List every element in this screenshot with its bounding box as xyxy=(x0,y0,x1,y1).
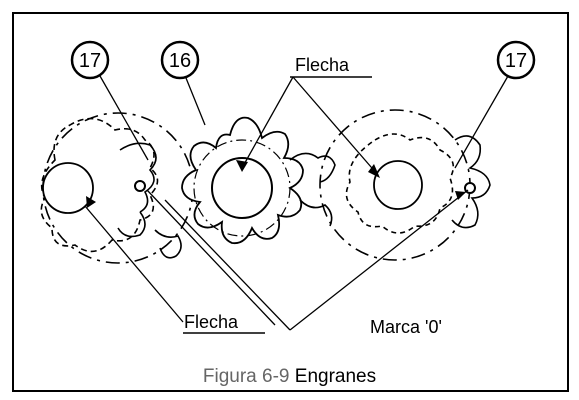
middle-mesh-gear xyxy=(154,152,336,259)
marca-label: Marca '0' xyxy=(370,317,442,337)
left-gear-solid-teeth xyxy=(119,142,157,213)
caption-number: Figura 6-9 xyxy=(202,366,290,387)
flecha-top-label: Flecha xyxy=(295,55,350,75)
right-shaft-circle xyxy=(373,160,423,210)
flecha-bottom-label: Flecha xyxy=(184,312,239,332)
center-shaft-circle xyxy=(211,157,273,219)
left-gear-teeth xyxy=(40,117,159,253)
svg-text:17: 17 xyxy=(79,50,101,72)
arrow-heads xyxy=(86,160,466,208)
caption-title: Engranes xyxy=(294,366,377,387)
callout-right-17: 17 xyxy=(496,40,536,80)
figure-caption: Figura 6-9 Engranes xyxy=(0,366,579,388)
svg-text:17: 17 xyxy=(505,50,527,72)
left-shaft-circle xyxy=(42,162,94,214)
callout-left-17: 17 xyxy=(70,40,110,80)
left-gear-lower-teeth xyxy=(117,211,146,238)
svg-text:16: 16 xyxy=(169,50,191,72)
left-pin xyxy=(134,180,146,192)
callout-center-16: 16 xyxy=(160,40,200,80)
center-gear-pitch xyxy=(193,139,291,237)
right-gear-outer-teeth xyxy=(451,135,491,229)
leader-lines xyxy=(84,75,509,331)
right-gear-inner-dashed xyxy=(345,133,455,234)
